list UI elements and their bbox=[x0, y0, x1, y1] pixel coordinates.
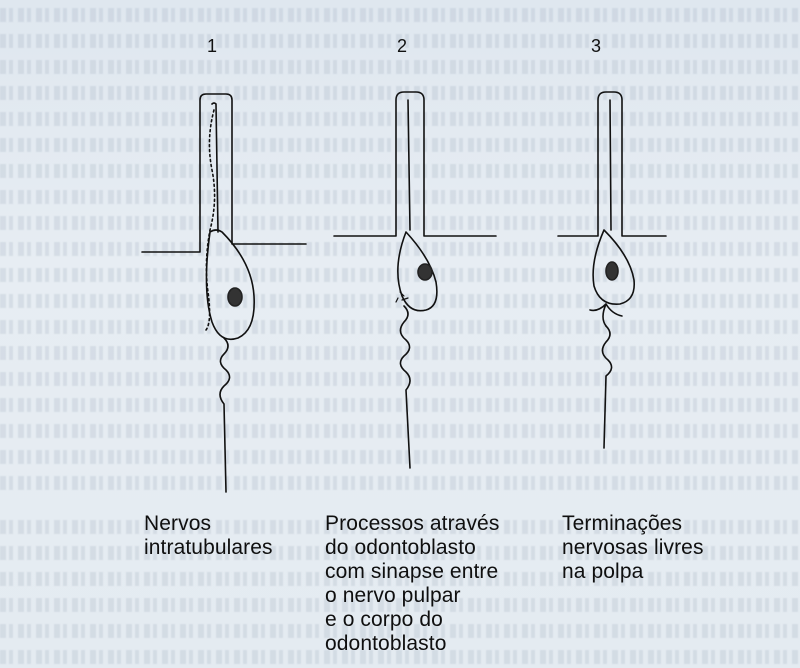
drawing-free-nerve-endings bbox=[558, 92, 666, 448]
caption-1-line-1: Nervos bbox=[144, 512, 273, 536]
caption-2-line-4: o nervo pulpar bbox=[325, 584, 499, 608]
caption-2-line-5: e o corpo do bbox=[325, 608, 499, 632]
caption-2-line-1: Processos através bbox=[325, 512, 499, 536]
caption-3-line-3: na polpa bbox=[562, 560, 704, 584]
caption-3-line-1: Terminações bbox=[562, 512, 704, 536]
drawing-synapse-odontoblast bbox=[334, 92, 496, 468]
caption-2-line-2: do odontoblasto bbox=[325, 536, 499, 560]
caption-2-line-6: odontoblasto bbox=[325, 632, 499, 656]
caption-intratubular-nerves: Nervos intratubulares bbox=[144, 512, 273, 560]
drawing-intratubular-nerve bbox=[142, 94, 306, 492]
caption-2-line-3: com sinapse entre bbox=[325, 560, 499, 584]
caption-3-line-2: nervosas livres bbox=[562, 536, 704, 560]
caption-1-line-2: intratubulares bbox=[144, 536, 273, 560]
caption-synapse-processes: Processos através do odontoblasto com si… bbox=[325, 512, 499, 656]
caption-free-nerve-endings: Terminações nervosas livres na polpa bbox=[562, 512, 704, 584]
